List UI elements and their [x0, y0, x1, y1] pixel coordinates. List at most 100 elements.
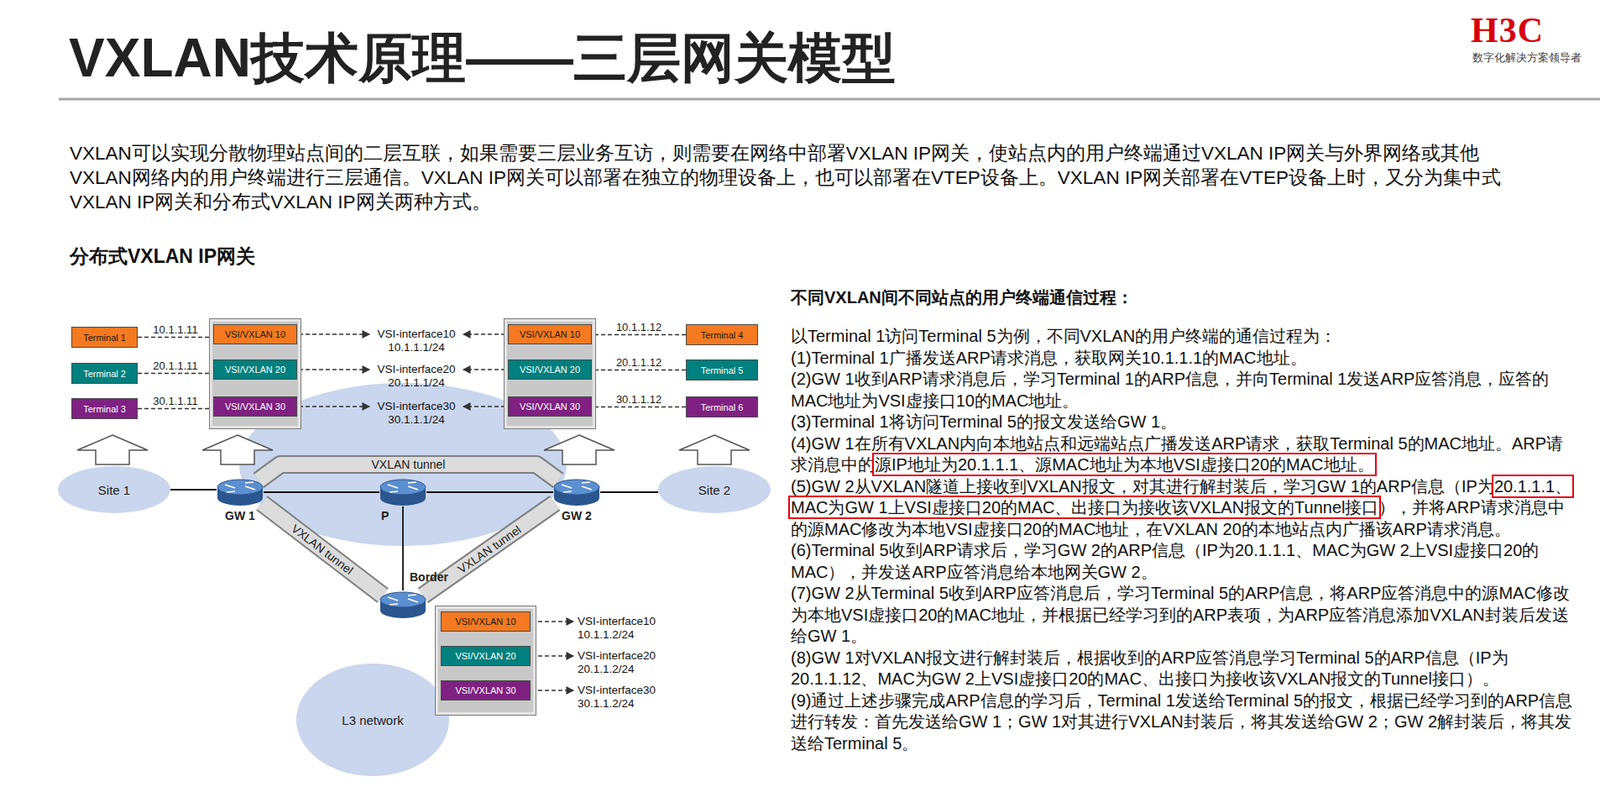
step-paragraph: (8)GW 1对VXLAN报文进行解封装后，根据收到的ARP应答消息学习Term…	[790, 647, 1576, 691]
interface-label: 20.1.1.1/24	[372, 376, 461, 390]
up-arrow	[77, 434, 148, 465]
terminal-box: Terminal 5	[685, 359, 759, 381]
step-text: (9)通过上述步骤完成ARP信息的学习后，Terminal 1发送给Termin…	[790, 690, 1573, 753]
dashed-link	[591, 334, 686, 335]
node-label: VSI/VXLAN 10	[224, 329, 286, 340]
dashed-link	[137, 336, 214, 338]
interface-label: VSI-interface20	[577, 648, 656, 663]
leader-arrow	[298, 368, 370, 370]
node-label: Terminal 3	[83, 403, 126, 414]
leader-arrow	[463, 405, 506, 407]
ip-label: 20.1.1.12	[614, 355, 664, 367]
site-ellipse: Site 2	[658, 465, 771, 513]
node-label: Border	[409, 569, 461, 584]
steps-text: 以Terminal 1访问Terminal 5为例，不同VXLAN的用户终端的通…	[790, 325, 1576, 754]
node-label: VSI/VXLAN 10	[519, 329, 581, 340]
link-line	[137, 336, 214, 339]
step-paragraph: (7)GW 2从Terminal 5收到ARP应答消息后，学习Terminal …	[790, 582, 1576, 648]
leader-arrow	[298, 405, 370, 407]
logo: H3C	[1470, 10, 1544, 51]
leader-arrow	[538, 654, 574, 656]
interface-label: 30.1.1.1/24	[372, 413, 461, 427]
leader-arrow	[538, 620, 574, 622]
node-label: GW 2	[553, 508, 601, 523]
vsi-box: VSI/VXLAN 20	[440, 645, 531, 666]
dashed-link	[137, 407, 214, 409]
node-label: Terminal 5	[700, 365, 744, 376]
terminal-box: Terminal 1	[71, 326, 138, 348]
interface-label: VSI-interface30	[577, 683, 656, 697]
step-text: (3)Terminal 1将访问Terminal 5的报文发送给GW 1。	[790, 412, 1177, 431]
link-line	[591, 369, 686, 372]
link-line	[591, 406, 686, 408]
tunnel-label: VXLAN tunnel	[454, 522, 524, 576]
tunnel-outline	[261, 502, 383, 596]
page-title: VXLAN技术原理——三层网关模型	[68, 21, 896, 95]
link-line	[591, 334, 686, 336]
dashed-link	[591, 369, 686, 371]
node-label: VSI/VXLAN 30	[224, 401, 286, 412]
up-arrow	[679, 434, 750, 465]
up-arrow	[543, 434, 615, 465]
network-link	[600, 491, 659, 493]
vsi-box: VSI/VXLAN 30	[213, 396, 298, 417]
ip-label: 10.1.1.11	[151, 323, 199, 335]
ip-label: 30.1.1.12	[614, 392, 664, 404]
dashed-link	[591, 406, 686, 408]
node-label: VSI/VXLAN 20	[519, 364, 581, 375]
highlighted-text: 源IP地址为20.1.1.1、源MAC地址为本地VSI虚接口20的MAC地址。	[874, 454, 1375, 474]
tunnel-label: VXLAN tunnel	[370, 458, 448, 471]
interface-label: VSI-interface20	[372, 362, 461, 377]
node-label: VSI/VXLAN 30	[454, 684, 516, 696]
node-label: Terminal 1	[83, 332, 126, 343]
interface-label: 30.1.1.2/24	[577, 696, 635, 711]
step-paragraph: (6)Terminal 5收到ARP请求后，学习GW 2的ARP信息（IP为20…	[790, 539, 1576, 583]
network-link	[170, 489, 217, 491]
vxlan-tunnel	[261, 502, 383, 596]
ip-label: 10.1.1.12	[614, 320, 664, 332]
up-arrow	[202, 434, 273, 465]
interface-label: 10.1.1.1/24	[372, 340, 461, 355]
ellipse-shape	[57, 465, 171, 513]
vsi-box: VSI/VXLAN 10	[440, 611, 531, 632]
node-label: P	[381, 508, 393, 523]
leader-arrow	[463, 333, 506, 335]
node-label: Terminal 2	[83, 368, 126, 379]
intro-paragraph: VXLAN可以实现分散物理站点间的二层互联，如果需要三层业务互访，则需要在网络中…	[69, 141, 1535, 215]
router-icon	[553, 477, 601, 507]
ip-label: 30.1.1.11	[151, 394, 199, 406]
dashed-link	[137, 372, 214, 374]
router-icon	[379, 477, 427, 507]
vsi-box: VSI/VXLAN 20	[507, 359, 592, 380]
router: GW 1	[216, 477, 264, 507]
step-text: (2)GW 1收到ARP请求消息后，学习Terminal 1的ARP信息，并向T…	[790, 369, 1549, 410]
step-text: (8)GW 1对VXLAN报文进行解封装后，根据收到的ARP应答消息学习Term…	[790, 648, 1509, 689]
node-label: Site 2	[698, 482, 731, 497]
node-label: Terminal 6	[700, 402, 744, 413]
tunnel-label: VXLAN tunnel	[287, 521, 357, 578]
node-label: VSI/VXLAN 20	[454, 650, 516, 661]
terminal-box: Terminal 6	[685, 396, 759, 418]
link-line	[137, 372, 214, 375]
link-line	[263, 491, 380, 493]
step-paragraph: (4)GW 1在所有VXLAN内向本地站点和远端站点广播发送ARP请求，获取Te…	[790, 433, 1576, 476]
vsi-box: VSI/VXLAN 10	[507, 324, 592, 345]
node-label: VSI/VXLAN 30	[519, 401, 581, 412]
node-label: GW 1	[216, 508, 264, 523]
router: Border	[379, 590, 427, 619]
ellipse-shape	[658, 465, 771, 513]
router-icon	[216, 477, 264, 507]
leader-arrow	[298, 333, 370, 335]
step-paragraph: (5)GW 2从VXLAN隧道上接收到VXLAN报文，对其进行解封装后，学习GW…	[790, 475, 1576, 541]
link-line	[600, 491, 659, 493]
step-text: (5)GW 2从VXLAN隧道上接收到VXLAN报文，对其进行解封装后，学习GW…	[790, 476, 1495, 496]
site-ellipse: Site 1	[57, 465, 171, 513]
link-line	[426, 491, 554, 493]
interface-label: VSI-interface10	[577, 614, 656, 628]
network-ellipse: L3 network	[296, 663, 450, 776]
terminal-box: Terminal 4	[685, 324, 759, 346]
ip-label: 20.1.1.11	[151, 359, 199, 371]
node-label: VSI/VXLAN 10	[454, 616, 516, 627]
link-line	[170, 488, 217, 491]
